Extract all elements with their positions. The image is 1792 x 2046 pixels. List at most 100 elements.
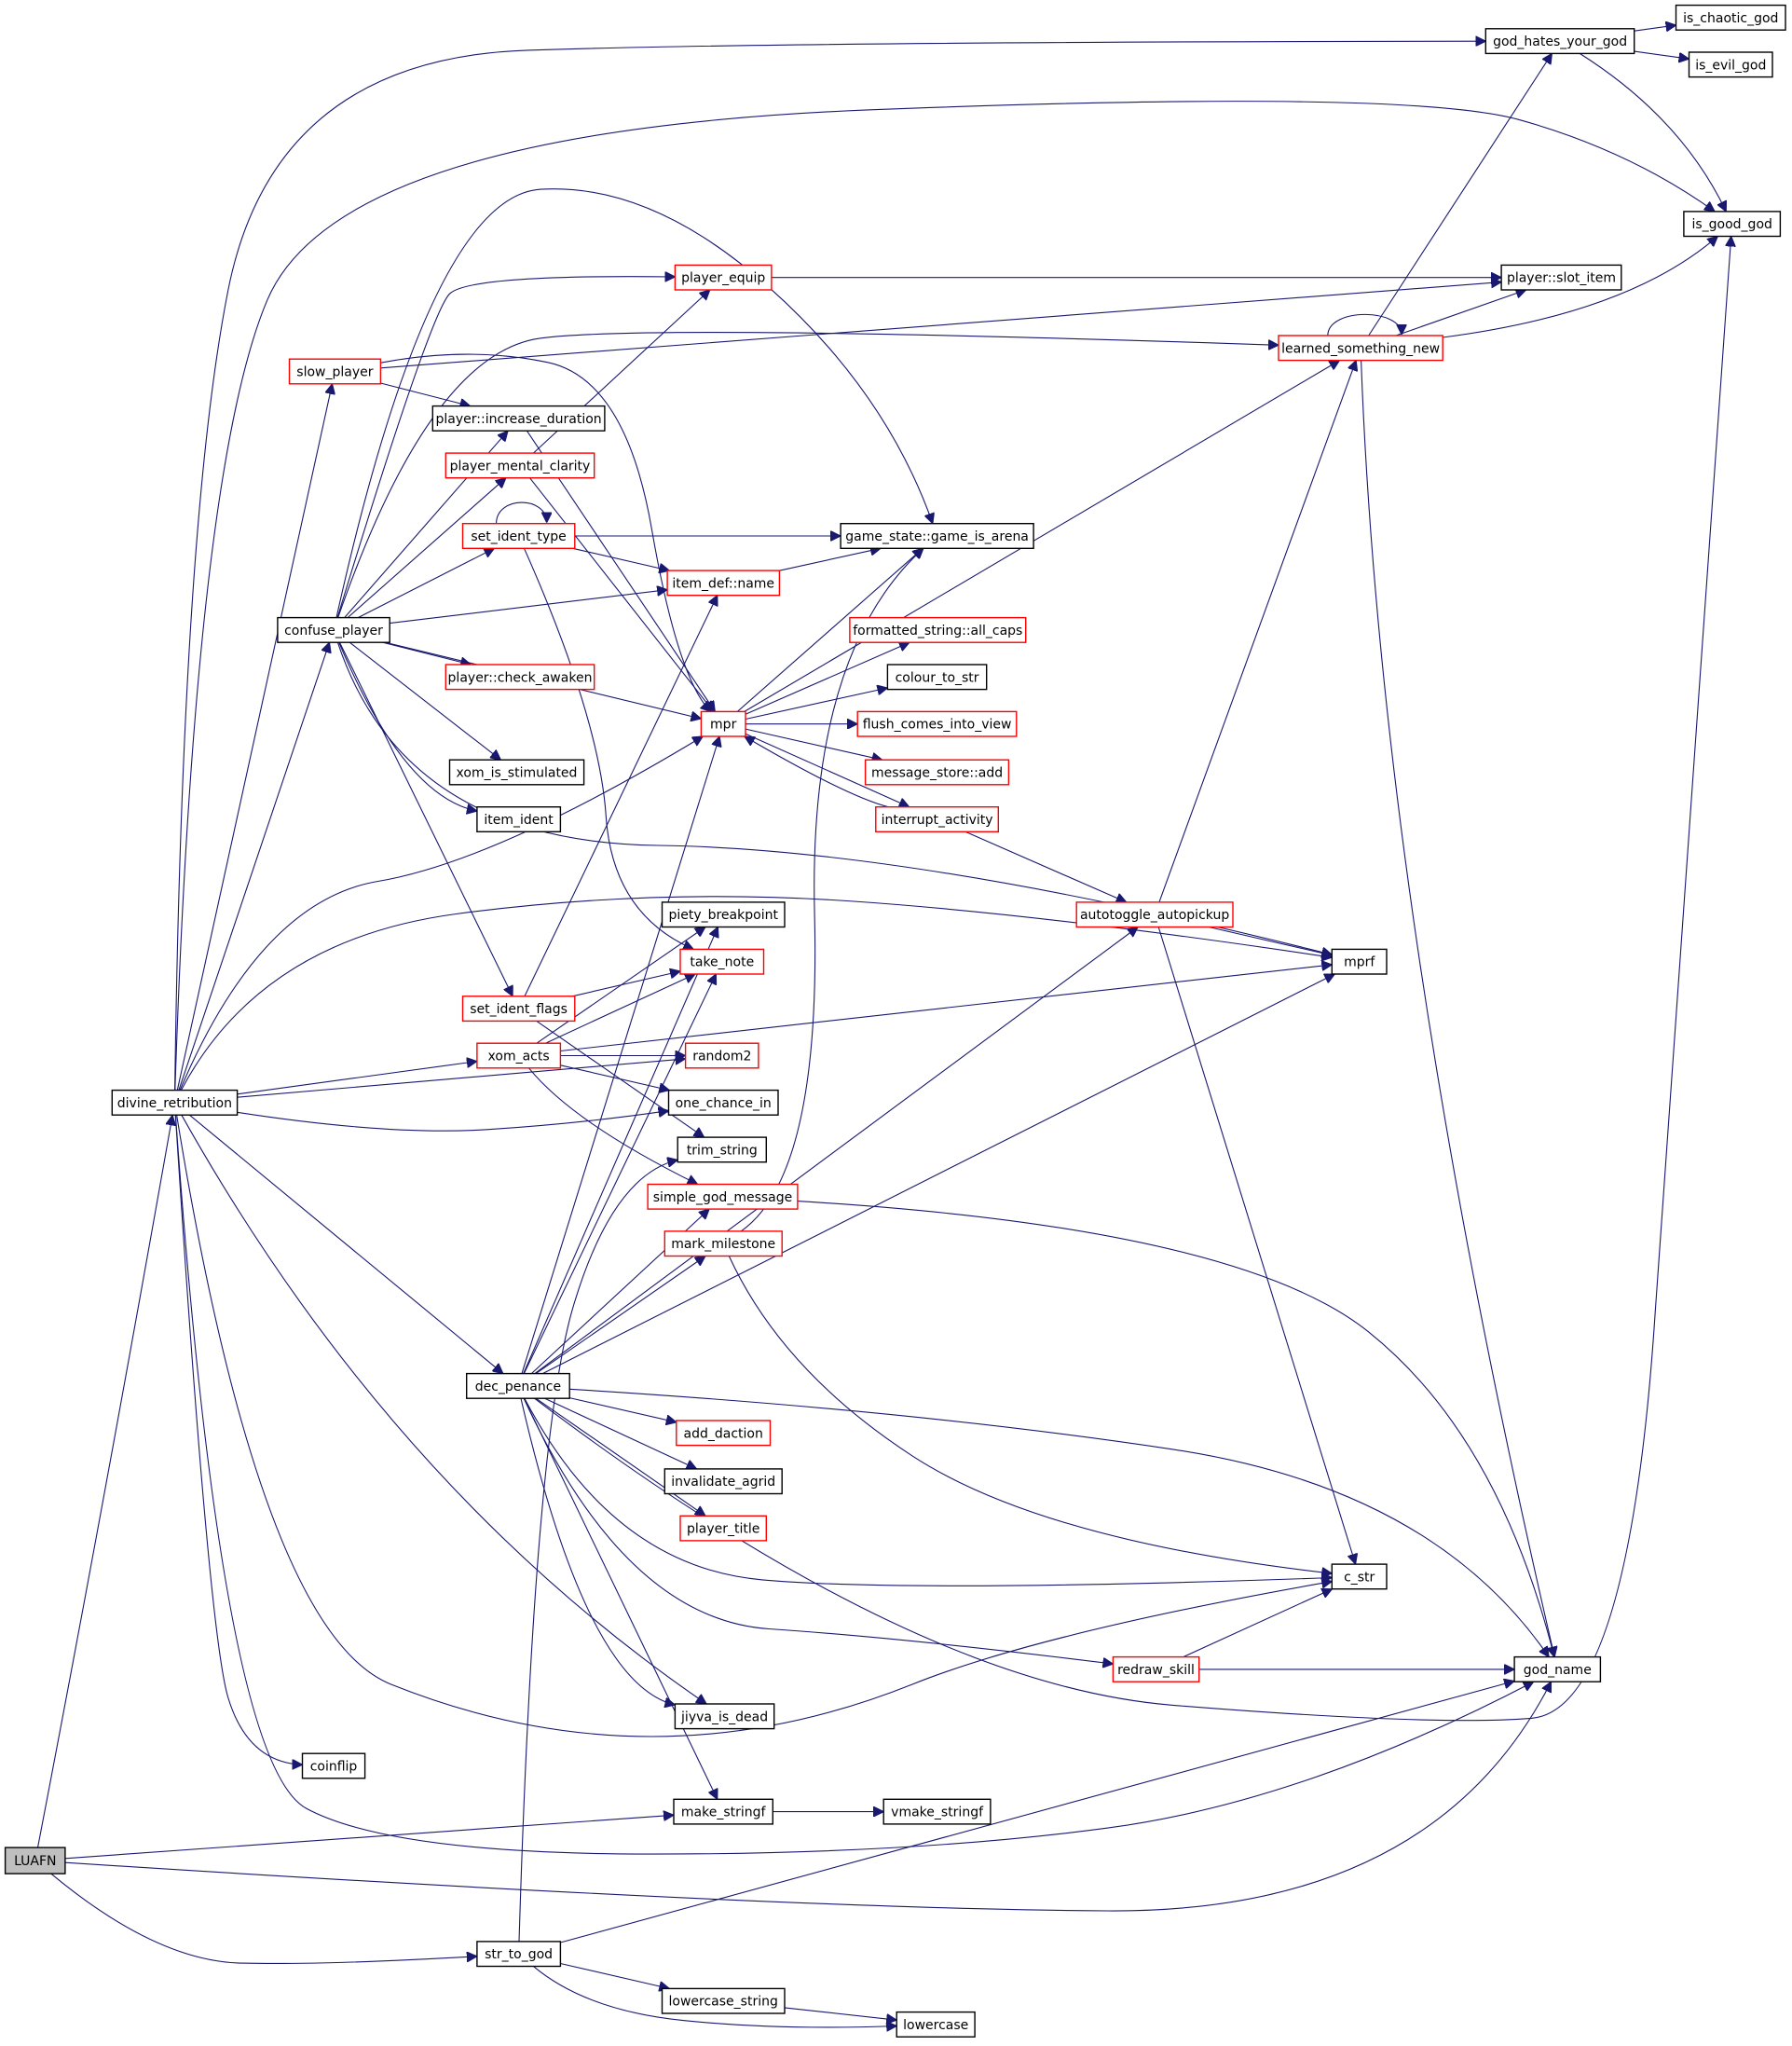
node-set-ident-flags[interactable]: set_ident_flags [461,996,576,1023]
node-confuse-player[interactable]: confuse_player [277,616,390,643]
node-jiyva-is-dead[interactable]: jiyva_is_dead [674,1703,775,1730]
edge-mpr-to-learned_something_new [744,361,1340,712]
edge-path [179,736,703,1091]
node-redraw-skill[interactable]: redraw_skill [1112,1655,1200,1682]
node-game-is-arena[interactable]: game_state::game_is_arena [840,523,1034,550]
node-label: is_evil_god [1695,58,1766,73]
edge-path [237,1111,669,1132]
node-check-awaken[interactable]: player::check_awaken [445,664,595,691]
edge-path [797,1201,1554,1657]
edge-divine_retribution-to-one_chance_in [237,1111,669,1132]
node-LUAFN[interactable]: LUAFN [4,1847,66,1874]
edge-path [174,101,1715,1091]
edge-mpr-to-message_store_add [745,728,882,760]
edge-xom_acts-to-simple_god_message [528,1067,698,1185]
node-is-good-god[interactable]: is_good_god [1683,211,1782,238]
node-god-hates-your-god[interactable]: god_hates_your_god [1484,28,1635,55]
edge-path [529,477,714,712]
node-box [886,664,988,691]
edge-dec_penance-to-god_name [569,1388,1549,1656]
edge-xom_acts-to-take_note [545,974,695,1044]
edge-path [560,1682,1514,1943]
node-xom-is-stimulated[interactable]: xom_is_stimulated [448,759,585,786]
edge-god_hates_your_god-to-is_chaotic_god [1634,25,1676,31]
edge-path [745,642,910,715]
node-str-to-god[interactable]: str_to_god [476,1941,562,1968]
node-item-def-name[interactable]: item_def::name [666,570,781,597]
node-label: xom_acts [488,1050,550,1064]
node-player-mental-clarity[interactable]: player_mental_clarity [445,452,595,479]
node-god-name[interactable]: god_name [1513,1655,1602,1682]
node-learned-something-new[interactable]: learned_something_new [1278,335,1443,362]
node-player-title[interactable]: player_title [679,1515,768,1542]
edge-path [357,548,494,619]
edge-dec_penance-to-c_str [524,1397,1332,1586]
node-label: LUAFN [14,1854,56,1869]
node-add-daction[interactable]: add_daction [676,1420,772,1447]
node-simple-god-message[interactable]: simple_god_message [647,1183,799,1210]
node-all-caps[interactable]: formatted_string::all_caps [849,616,1027,643]
node-make-stringf[interactable]: make_stringf [673,1798,774,1825]
node-is-evil-god[interactable]: is_evil_god [1688,51,1773,78]
edge-dec_penance-to-invalidate_agrid [544,1397,697,1469]
node-box [676,1420,772,1447]
node-message-store-add[interactable]: message_store::add [864,759,1010,786]
edge-path [569,1388,1549,1656]
node-interrupt-activity[interactable]: interrupt_activity [875,806,999,833]
node-invalidate-agrid[interactable]: invalidate_agrid [663,1468,783,1495]
node-slot-item[interactable]: player::slot_item [1500,264,1622,291]
node-mpr[interactable]: mpr [700,710,746,737]
edge-str_to_god-to-lowercase [533,1966,897,2027]
node-mark-milestone[interactable]: mark_milestone [663,1230,783,1257]
edge-layer [36,25,1731,2027]
node-box [673,1798,774,1825]
node-label: set_ident_type [471,529,566,544]
edge-path [1327,313,1402,336]
node-box [882,1798,992,1825]
node-player-equip[interactable]: player_equip [674,264,773,291]
node-colour-to-str[interactable]: colour_to_str [886,664,988,691]
node-label: take_note [690,955,754,970]
node-take-note[interactable]: take_note [679,948,765,975]
node-slow-player[interactable]: slow_player [288,358,382,385]
node-xom-acts[interactable]: xom_acts [476,1042,562,1069]
node-trim-string[interactable]: trim_string [677,1136,768,1163]
node-random2[interactable]: random2 [684,1042,759,1069]
node-label: interrupt_activity [882,813,993,828]
edge-divine_retribution-to-coinflip [174,1115,302,1765]
edge-learned_something_new-to-god_hates_your_god [1368,53,1553,336]
node-increase-duration[interactable]: player::increase_duration [431,405,606,432]
edge-xom_acts-to-mprf [560,965,1332,1052]
node-mprf[interactable]: mprf [1331,948,1388,975]
node-item-ident[interactable]: item_ident [476,806,562,833]
node-lowercase[interactable]: lowercase [896,2011,976,2038]
node-lowercase-string[interactable]: lowercase_string [661,1987,786,2014]
edge-path [745,736,889,808]
node-vmake-stringf[interactable]: vmake_stringf [882,1798,992,1825]
node-dec-penance[interactable]: dec_penance [466,1372,570,1399]
node-label: player_equip [681,271,765,286]
node-divine-retribution[interactable]: divine_retribution [111,1089,239,1116]
node-flush-comes-into-view[interactable]: flush_comes_into_view [856,710,1018,737]
node-set-ident-type[interactable]: set_ident_type [461,523,576,550]
node-label: jiyva_is_dead [680,1710,768,1724]
node-label: add_daction [684,1426,763,1441]
edge-path [536,927,705,1044]
node-label: item_def::name [672,576,774,591]
edge-path [545,974,695,1044]
edge-divine_retribution-to-xom_acts [237,1062,477,1095]
node-one-chance-in[interactable]: one_chance_in [667,1089,779,1116]
node-c-str[interactable]: c_str [1331,1563,1388,1590]
edge-mpr-to-game_is_arena [736,548,923,712]
edge-learned_something_new-to-is_good_god [1443,237,1717,338]
node-coinflip[interactable]: coinflip [301,1752,366,1779]
node-box [840,523,1034,550]
node-autotoggle-autopickup[interactable]: autotoggle_autopickup [1075,901,1234,928]
node-box [1331,1563,1388,1590]
node-piety-breakpoint[interactable]: piety_breakpoint [661,901,786,928]
node-label: random2 [692,1050,751,1064]
edge-confuse_player-to-player_equip [336,277,675,618]
node-is-chaotic-god[interactable]: is_chaotic_god [1675,4,1786,31]
edge-path [237,1059,686,1098]
